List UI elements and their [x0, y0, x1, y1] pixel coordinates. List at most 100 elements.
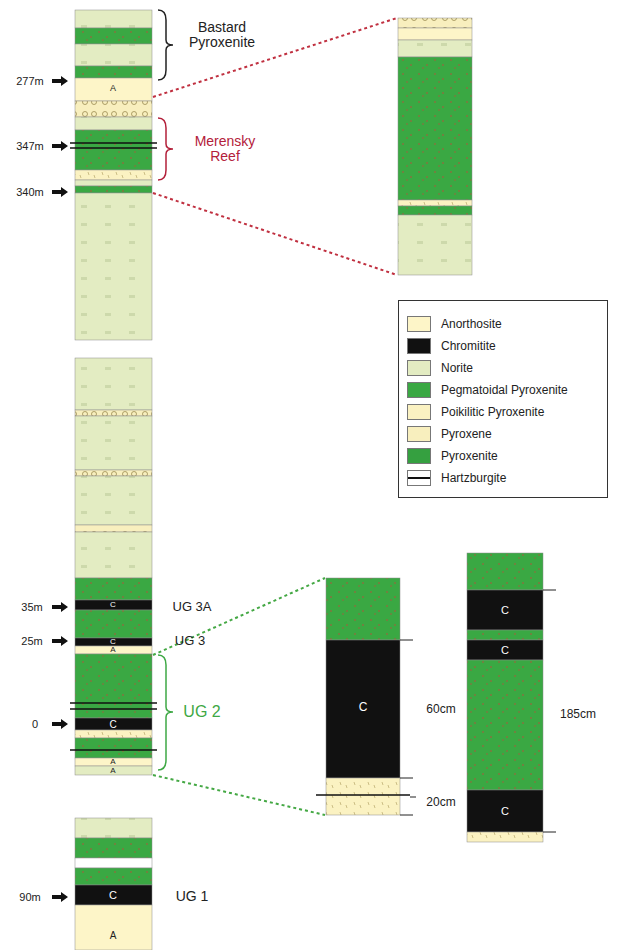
thickness-tick [400, 590, 556, 832]
legend-row: Anorthosite [407, 313, 599, 335]
thickness-label: 60cm [426, 703, 455, 716]
legend-swatch [407, 470, 431, 486]
rock-layer [75, 193, 152, 340]
rock-layer [75, 470, 152, 476]
rock-layer [75, 28, 152, 44]
rock-layer [75, 838, 152, 858]
rock-layer [75, 738, 152, 758]
rock-layer [75, 130, 152, 170]
rock-layer [75, 117, 152, 130]
rock-layer [75, 578, 152, 600]
depth-label: 0 [32, 718, 38, 730]
layer-letter: C [501, 604, 509, 616]
legend-swatch [407, 404, 431, 420]
legend-text: Chromitite [441, 339, 496, 353]
rock-layer [75, 532, 152, 578]
rock-layer [75, 10, 152, 28]
legend-swatch [407, 448, 431, 464]
rock-layer [75, 78, 152, 101]
thickness-label: 20cm [426, 796, 455, 809]
rock-layer [75, 476, 152, 525]
depth-label: 25m [21, 635, 42, 647]
layer-letter: C [109, 719, 116, 730]
legend-row: Hartzburgite [407, 467, 599, 489]
layer-letter: C [359, 701, 368, 714]
legend-swatch [407, 382, 431, 398]
layer-letter: C [501, 805, 509, 817]
rock-layer [75, 646, 152, 654]
rock-layer [75, 730, 152, 738]
legend-row: Pegmatoidal Pyroxenite [407, 379, 599, 401]
rock-layer [75, 758, 152, 766]
legend-swatch [407, 338, 431, 354]
legend-text: Pyroxenite [441, 449, 498, 463]
rock-layer [75, 600, 152, 610]
legend-text: Anorthosite [441, 317, 502, 331]
bracket [158, 10, 173, 80]
rock-layer [75, 905, 152, 950]
rock-layer [75, 525, 152, 532]
depth-label: 35m [21, 601, 42, 613]
rock-layer [75, 170, 152, 180]
rock-layer [398, 215, 472, 275]
harzburgite-line [70, 143, 410, 795]
depth-label: 347m [16, 140, 44, 152]
rock-layer [75, 858, 152, 868]
rock-layer [467, 630, 543, 640]
depth-label: 340m [16, 186, 44, 198]
rock-layer [326, 578, 400, 640]
rock-layer [75, 416, 152, 470]
legend-text: Pegmatoidal Pyroxenite [441, 383, 568, 397]
legend-swatch [407, 360, 431, 376]
rock-layer [398, 18, 472, 28]
legend-text: Poikilitic Pyroxenite [441, 405, 544, 419]
rock-layer [467, 590, 543, 630]
rock-layer [467, 553, 543, 590]
layer-letter: A [110, 767, 115, 776]
depth-arrow [52, 76, 68, 902]
depth-label: 277m [16, 75, 44, 87]
legend-swatch [407, 316, 431, 332]
layer-letter: A [110, 930, 117, 941]
rock-layer [326, 640, 400, 778]
rock-layer [75, 718, 152, 730]
legend-box: AnorthositeChromititeNoritePegmatoidal P… [398, 300, 608, 498]
rock-layer [398, 57, 472, 200]
rock-layer [326, 778, 400, 815]
layer-letter: A [110, 646, 115, 655]
rock-layer [75, 766, 152, 775]
legend-row: Pyroxene [407, 423, 599, 445]
rock-layer [467, 660, 543, 790]
legend-row: Pyroxenite [407, 445, 599, 467]
bracket [158, 655, 173, 770]
legend-text: Hartzburgite [441, 471, 506, 485]
bracket [158, 118, 173, 180]
rock-layer [75, 868, 152, 885]
legend-row: Chromitite [407, 335, 599, 357]
unit-name: UG 1 [176, 889, 209, 904]
layer-letter: A [110, 758, 115, 767]
rock-layer [75, 180, 152, 186]
layer-letter: C [110, 601, 116, 610]
legend-row: Poikilitic Pyroxenite [407, 401, 599, 423]
unit-name: UG 2 [183, 703, 220, 721]
depth-label: 90m [19, 891, 40, 903]
rock-layer [398, 40, 472, 57]
rock-layer [467, 832, 543, 842]
legend-swatch [407, 426, 431, 442]
zoom-line [153, 18, 397, 815]
legend-row: Norite [407, 357, 599, 379]
rock-layer [75, 410, 152, 416]
legend-text: Pyroxene [441, 427, 492, 441]
unit-name: Merensky Reef [186, 134, 264, 165]
unit-name: Bastard Pyroxenite [177, 20, 267, 51]
layer-letter: C [501, 644, 509, 656]
unit-name: UG 3 [175, 634, 205, 648]
rock-layer [398, 200, 472, 206]
rock-layer [75, 358, 152, 410]
rock-layer [467, 640, 543, 660]
rock-layer [75, 610, 152, 638]
unit-name: UG 3A [172, 600, 211, 614]
rock-layer [75, 44, 152, 66]
rock-layer [467, 790, 543, 832]
